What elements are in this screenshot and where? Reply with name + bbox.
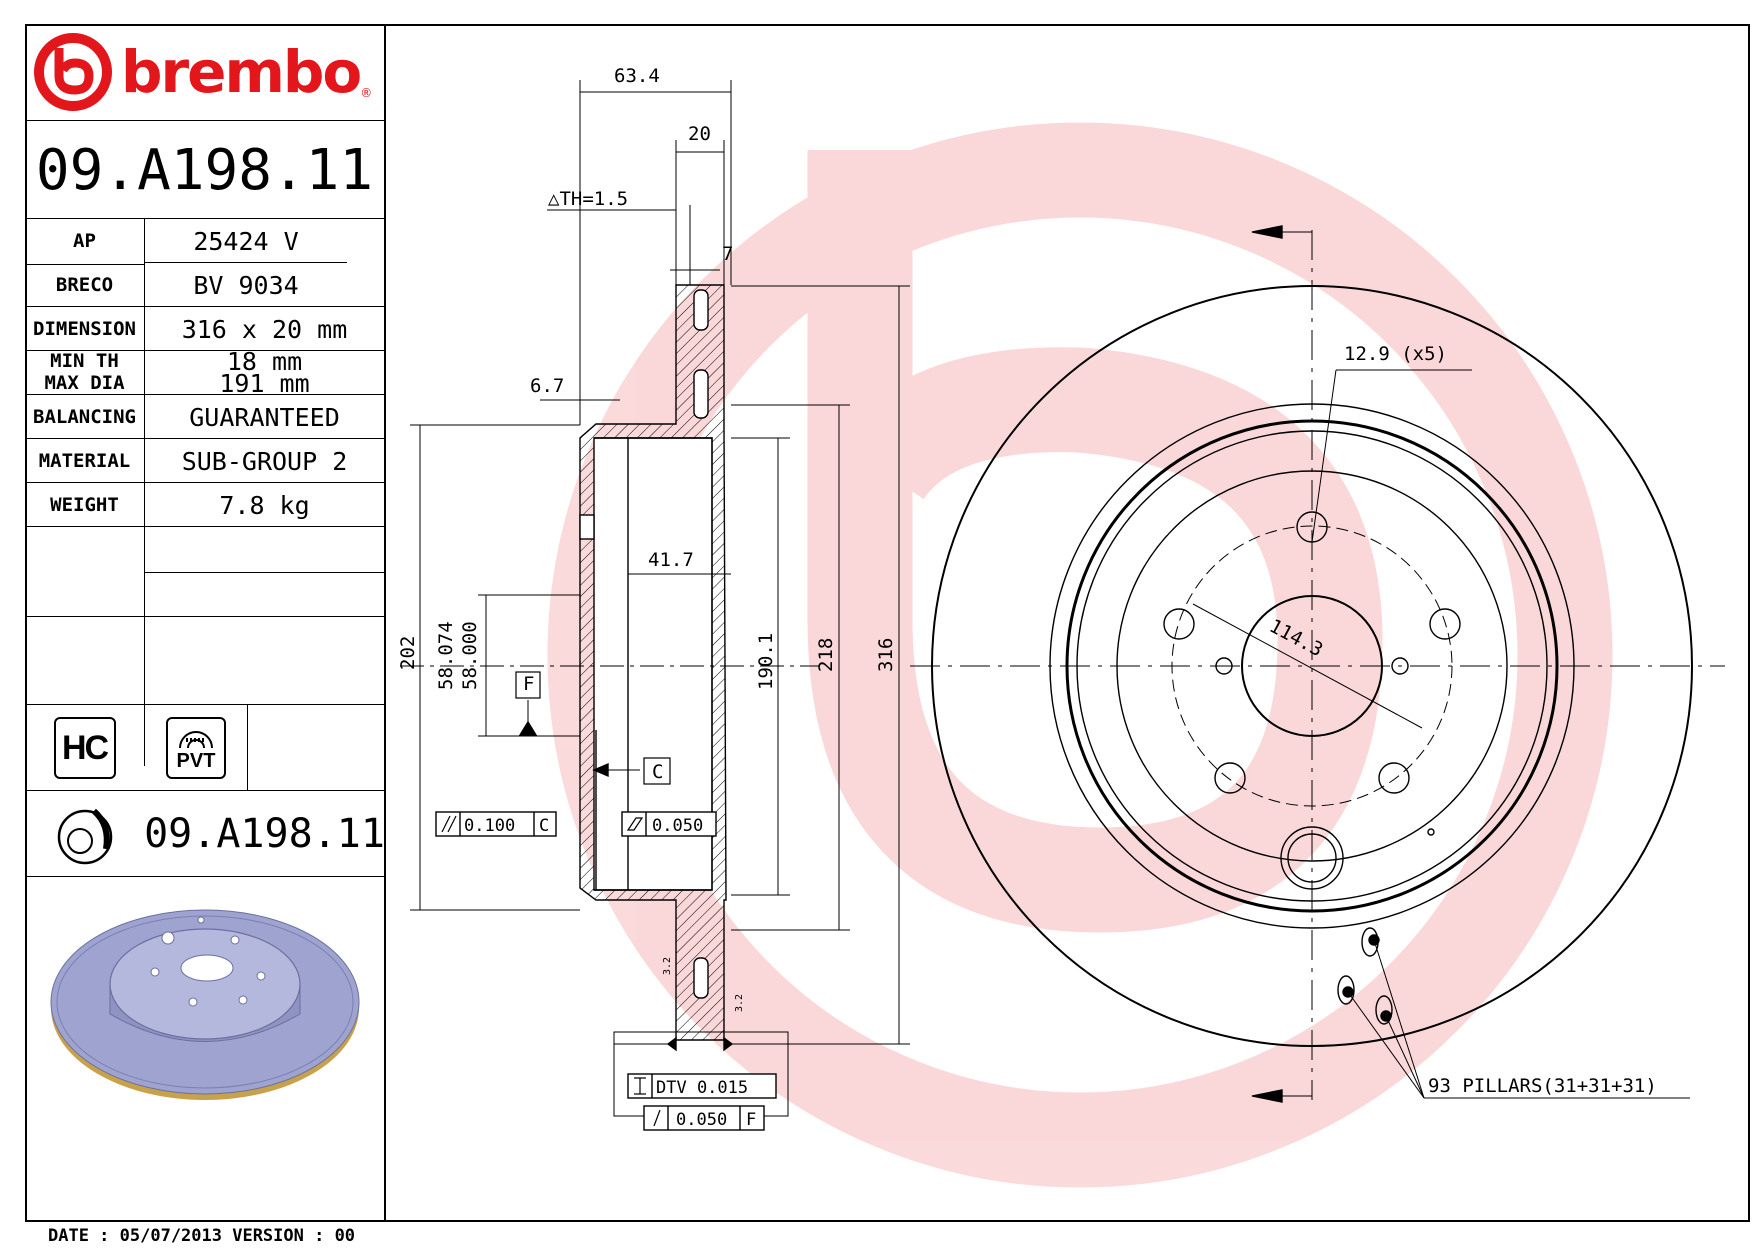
brembo-logo-icon: [34, 33, 112, 111]
tol-parallelism-ref: C: [539, 816, 549, 836]
dim-bore-min: 58.000: [459, 621, 481, 690]
dim-delta-th: △TH=1.5: [548, 188, 628, 210]
roughness-1: 3.2: [662, 957, 673, 975]
tol-flatness: 0.050: [652, 816, 703, 836]
product-render: [50, 909, 360, 1100]
footer-date-version: DATE : 05/07/2013 VERSION : 00: [48, 1226, 356, 1246]
title-block: brembo ® 09.A198.11 AP 25424 V BRECO BV …: [25, 24, 386, 1222]
cross-section-view: [400, 80, 910, 1131]
tol-parallelism: 0.100: [464, 816, 515, 836]
spec-label-material: MATERIAL: [38, 450, 131, 472]
dim-thickness: 20: [688, 123, 711, 145]
hc-badge: HC: [25, 706, 144, 790]
spec-value-min-th: 18 mm: [226, 346, 303, 376]
dim-dia-202: 202: [397, 636, 419, 670]
tol-runout: 0.050: [676, 1110, 727, 1130]
brembo-wordmark: brembo: [121, 38, 362, 106]
spec-label-breco: BRECO: [55, 274, 114, 296]
disc-icon-badge: [25, 792, 144, 876]
datum-f-label: F: [523, 673, 534, 695]
disc-icon: [57, 808, 112, 865]
hc-badge-label: HC: [53, 717, 116, 779]
dim-dia-316: 316: [875, 638, 897, 672]
reg-mark: ®: [360, 86, 373, 100]
spec-value-material: SUB-GROUP 2: [181, 446, 348, 476]
dim-dia-190: 190.1: [755, 633, 777, 690]
spec-label-max-dia: MAX DIA: [44, 372, 125, 394]
front-view: [910, 225, 1725, 1103]
dim-pillars: 93 PILLARS(31+31+31): [1428, 1075, 1657, 1097]
spec-value-balancing: GUARANTEED: [189, 402, 340, 432]
flatness-symbol: [626, 817, 644, 831]
part-number-small: 09.A198.11: [144, 811, 385, 857]
dim-bolt-hole: 12.9 (x5): [1344, 343, 1447, 365]
spec-value-dimension: 316 x 20 mm: [181, 314, 348, 344]
spec-label-min-th: MIN TH: [50, 350, 119, 372]
part-number: 09.A198.11: [35, 137, 374, 203]
dim-offset: 6.7: [530, 375, 564, 397]
brembo-logo: brembo ®: [25, 24, 384, 120]
spec-label-dimension: DIMENSION: [33, 318, 136, 340]
parallelism-symbol: [441, 815, 457, 833]
spec-value-max-dia: 191 mm: [219, 368, 310, 398]
dim-vane: 7: [722, 243, 733, 265]
dim-dia-218: 218: [815, 638, 837, 672]
spec-value-breco: BV 9034: [193, 270, 299, 300]
dtv-symbol: [634, 1077, 646, 1095]
spec-label-balancing: BALANCING: [33, 406, 136, 428]
datum-c-label: C: [652, 761, 663, 783]
tol-dtv: DTV 0.015: [656, 1078, 748, 1098]
spec-value-ap: 25424 V: [193, 226, 299, 256]
runout-symbol: [653, 1109, 661, 1127]
roughness-2: 3.2: [734, 994, 745, 1012]
pvt-badge: PVT: [145, 706, 247, 790]
dim-bore-max: 58.074: [435, 621, 457, 690]
dim-width-total: 63.4: [614, 65, 660, 87]
pvt-badge-label: PVT: [176, 750, 216, 772]
spec-label-ap: AP: [73, 230, 96, 252]
tol-runout-ref: F: [746, 1110, 756, 1130]
dim-hat-depth: 41.7: [648, 549, 694, 571]
pvt-disc-icon: [179, 731, 213, 749]
spec-value-weight: 7.8 kg: [219, 490, 310, 520]
spec-label-weight: WEIGHT: [50, 494, 119, 516]
drawing-frame: [25, 24, 1750, 1222]
